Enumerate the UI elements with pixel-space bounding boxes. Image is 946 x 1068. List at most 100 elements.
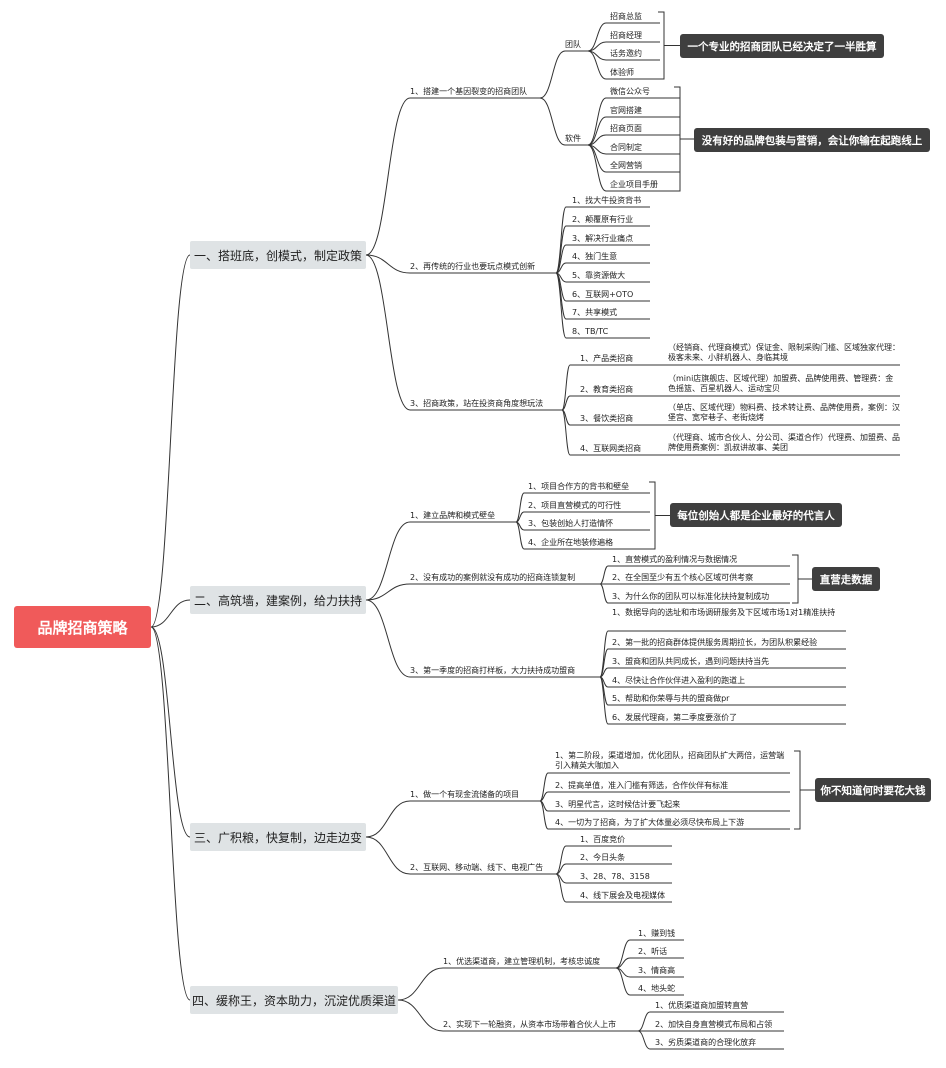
s1-policy-4-detail[interactable]: （代理商、城市合伙人、分公司、渠道合作）代理费、加盟费、品牌使用费案例：凯叔讲故… [668,433,900,452]
s1-mode-2[interactable]: 2、颠覆原有行业 [572,215,634,224]
s2-support [599,676,609,725]
s1-team-1[interactable]: 招商总监 [610,12,642,21]
s1-mode-6[interactable]: 6、互联网+OTO [572,290,634,299]
s1-policy-2[interactable]: 2、教育类招商 [580,385,634,394]
s1-team [587,50,607,80]
s1-soft-6[interactable]: 企业项目手册 [610,180,658,189]
s1-item-2[interactable]: 2、再传统的行业也要玩点模式创新 [410,262,536,271]
s2-wall-3[interactable]: 3、包装创始人打造情怀 [528,519,614,528]
s3-item-2[interactable]: 2、互联网、移动端、线下、电视广告 [410,863,544,872]
s2-case [599,583,609,604]
s1-branch [365,97,411,256]
section-2-node[interactable]: 二、高筑墙，建案例，给力扶持 [190,586,366,614]
s1-mode-4[interactable]: 4、独门生意 [572,252,618,261]
s1-mode-1[interactable]: 1、找大牛投资背书 [572,196,642,205]
s1-soft-1[interactable]: 微信公众号 [610,87,650,96]
s2-item-3[interactable]: 3、第一季度的招商打样板，大力扶持成功盟商 [410,666,576,675]
s3-cash-4[interactable]: 4、一切为了招商，为了扩大体量必须尽快布局上下游 [555,818,745,827]
section-1-node[interactable]: 一、搭班底，创模式，制定政策 [190,241,366,269]
s1-branch [365,254,411,411]
s1-mode-3[interactable]: 3、解决行业痛点 [572,234,634,243]
s4-channel-3[interactable]: 3、情商高 [638,966,676,975]
s3-item-1[interactable]: 1、做一个有现金流储备的项目 [410,790,520,799]
s4-channel [615,967,631,996]
s4-channel-4[interactable]: 4、地头蛇 [638,984,676,993]
s1-policy [561,364,571,411]
s1-mode-8[interactable]: 8、TB/TC [572,327,609,336]
s2-support-4[interactable]: 4、尽快让合作伙伴进入盈利的跑道上 [612,676,746,685]
s3-branch [365,836,411,875]
s1-mode-5[interactable]: 5、靠资源做大 [572,271,626,280]
s2-case-1[interactable]: 1、直营模式的盈利情况与数据情况 [612,555,738,564]
s3-ad-3[interactable]: 3、28、78、3158 [580,872,650,881]
s2-item-2[interactable]: 2、没有成功的案例就没有成功的招商连锁复制 [410,573,576,582]
s2-wall-1[interactable]: 1、项目合作方的背书和壁垒 [528,482,630,491]
s2-case-3[interactable]: 3、为什么你的团队可以标准化扶持复制成功 [612,592,770,601]
root-branch-4 [150,626,191,1001]
s4-funding [637,1011,651,1032]
s1-mode-7[interactable]: 7、共享模式 [572,308,618,317]
s1-policy-1-detail[interactable]: （经销商、代理商模式）保证金、限制采购门槛、区域独家代理：极客未来、小胖机器人、… [668,343,900,362]
s1-policy-1[interactable]: 1、产品类招商 [580,354,634,363]
bracket-founder [649,481,670,550]
note-data: 直营走数据 [812,567,880,591]
s4-item-2[interactable]: 2、实现下一轮融资，从资本市场带着合伙人上市 [443,1020,617,1029]
s3-cash-2[interactable]: 2、提高单值，准入门槛有筛选，合作伙伴有标准 [555,781,729,790]
s3-ad-4[interactable]: 4、线下展会及电视媒体 [580,891,666,900]
s4-channel [615,939,631,969]
s1-item-1[interactable]: 1、搭建一个基因裂变的招商团队 [410,87,528,96]
s4-channel-2[interactable]: 2、听话 [638,947,668,956]
bracket-data [792,554,812,604]
s3-cash-3[interactable]: 3、明星代言，这时候估计要飞起来 [555,800,681,809]
s1-policy-4[interactable]: 4、互联网类招商 [580,444,642,453]
s1-soft [587,144,607,192]
s2-support-2[interactable]: 2、第一批的招商群体提供服务周期拉长，为团队积累经验 [612,638,818,647]
s2-item-1[interactable]: 1、建立品牌和模式壁垒 [410,511,496,520]
s2-support-3[interactable]: 3、盟商和团队共同成长，遇到问题扶持当先 [612,657,770,666]
s1-group-software[interactable]: 软件 [565,134,581,143]
s4-funding-1[interactable]: 1、优质渠道商加盟转直营 [655,1001,749,1010]
s2-case [599,565,609,585]
s4-funding [637,1030,651,1050]
s3-ad-2[interactable]: 2、今日头条 [580,853,626,862]
s1-group-team[interactable]: 团队 [565,40,581,49]
s1-team-3[interactable]: 话务邀约 [610,49,642,58]
s1-soft [587,116,607,146]
s3-ad [555,873,567,903]
s2-case-2[interactable]: 2、在全国至少有五个核心区域可供考察 [612,573,754,582]
s1-soft [587,97,607,146]
s2-support-5[interactable]: 5、帮助和你荣辱与共的盟商做pr [612,694,730,703]
s2-branch [365,599,411,678]
s1-item-3[interactable]: 3、招商政策，站在投资商角度想玩法 [410,399,544,408]
s1-group-branch [539,50,566,99]
bracket-team [658,11,680,80]
s3-ad-1[interactable]: 1、百度竞价 [580,835,626,844]
s1-team-2[interactable]: 招商经理 [610,31,642,40]
s2-support-6[interactable]: 6、发展代理商，第二季度要涨价了 [612,713,738,722]
s1-soft-5[interactable]: 全网营销 [610,161,642,170]
section-4-node[interactable]: 四、缓称王，资本助力，沉淀优质渠道 [190,986,398,1014]
s1-policy-3[interactable]: 3、餐饮类招商 [580,414,634,423]
s2-branch [365,583,411,601]
s2-wall-2[interactable]: 2、项目直营模式的可行性 [528,501,622,510]
section-3-node[interactable]: 三、广积粮，快复制，边走边变 [190,823,366,851]
s4-funding-3[interactable]: 3、劣质渠道商的合理化放弃 [655,1038,757,1047]
s1-soft-2[interactable]: 官网搭建 [610,106,642,115]
s1-soft-3[interactable]: 招商页面 [610,124,642,133]
s3-cash-1[interactable]: 1、第二阶段，渠道增加，优化团队，招商团队扩大两倍，运营端引入精英大咖加入 [555,751,785,770]
s3-ad [555,845,567,875]
s4-channel-1[interactable]: 1、赚到钱 [638,929,676,938]
s1-policy-3-detail[interactable]: （单店、区域代理）物料费、技术转让费、品牌使用费，案例：汉堡宫、宽窄巷子、老街烧… [668,403,900,422]
s2-support [599,630,609,678]
s1-policy-2-detail[interactable]: （mini店旗舰店、区域代理）加盟费、品牌使用费、管理费：金色摇篮、百星机器人、… [668,374,894,393]
s1-soft-4[interactable]: 合同制定 [610,143,642,152]
s2-support-1[interactable]: 1、数据导向的选址和市场调研服务及下区域市场1对1精准扶持 [612,608,836,617]
s1-team-4[interactable]: 体验师 [610,68,634,77]
s4-funding-2[interactable]: 2、加快自身直营模式布局和占领 [655,1020,773,1029]
s4-item-1[interactable]: 1、优选渠道商，建立管理机制，考核忠诚度 [443,957,601,966]
s2-wall-4[interactable]: 4、企业所在地装修遍格 [528,538,614,547]
s1-mode [555,225,567,274]
s3-cash [539,772,549,802]
root-node[interactable]: 品牌招商策略 [14,606,151,648]
